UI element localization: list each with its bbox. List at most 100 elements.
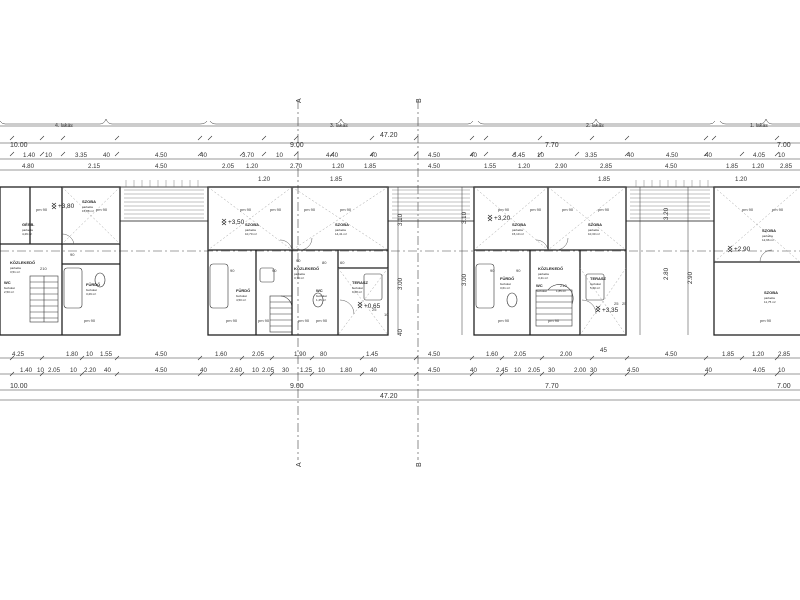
dim-value: 4.50 — [665, 163, 678, 170]
dim-value: 4.50 — [428, 163, 441, 170]
axis-markers: A A B B — [296, 98, 423, 467]
unit-width-2: 7.70 — [545, 142, 559, 149]
dim-value: 2.05 — [262, 367, 275, 374]
dim-value: 4.50 — [428, 367, 441, 374]
door-mark: pm 90 — [36, 207, 48, 212]
dim-value: 40 — [470, 152, 477, 159]
room-label: KÖZLEKEDŐ parketta 3,41 m² — [538, 266, 563, 280]
dim-value: 45 — [600, 347, 607, 354]
room-area: 15,10 m² — [512, 232, 524, 236]
dim-value: 1.80 — [340, 367, 353, 374]
room-detail: parketta — [82, 205, 93, 209]
dim-value: 4.40 — [326, 152, 339, 159]
dim-value: 30 — [548, 367, 555, 374]
dim-value: 1.20 — [258, 176, 271, 183]
dim-value: 4.50 — [627, 367, 640, 374]
dim-value: 4.05 — [753, 152, 766, 159]
door-mark: pm 90 — [772, 207, 784, 212]
room-area: 15,88 m² — [82, 209, 94, 213]
dim-value: 10 — [86, 351, 93, 358]
dim-value: 2.90 — [555, 163, 568, 170]
room-title: SZOBA — [762, 228, 776, 233]
room-title: FÜRDŐ — [86, 282, 100, 287]
door-mark: 90 — [272, 268, 277, 273]
dim-value: 4.50 — [428, 152, 441, 159]
room-area: 10,70 m² — [245, 232, 257, 236]
unit-header-2: 2. lakás — [586, 123, 604, 129]
room-detail: parketta — [512, 228, 523, 232]
room-label: WC burkolat 1,25 m² — [316, 288, 327, 302]
room-title: SZOBA — [82, 199, 96, 204]
room-title: KÖZLEKEDŐ — [538, 266, 563, 271]
dim-value: 1.40 — [23, 152, 36, 159]
door-mark: pm 90 — [240, 207, 252, 212]
room-label: SZOBA parketta 10,30 m² — [588, 222, 602, 236]
dim-value: 10 — [276, 152, 283, 159]
dim-value: 4.50 — [428, 351, 441, 358]
dim-value: 10 — [778, 367, 785, 374]
dim-value: 40 — [397, 329, 404, 336]
bathroom-fixtures — [63, 263, 605, 309]
door-mark: 25 — [622, 301, 627, 306]
axis-label-a-top: A — [296, 98, 303, 103]
dim-value: 10 — [37, 367, 44, 374]
axis-label-a-bottom: A — [296, 462, 303, 467]
dim-value: 2.45 — [496, 367, 509, 374]
level-marker: +3,20 — [487, 214, 511, 222]
overall-dimension-bottom: 47.20 — [380, 393, 398, 400]
level-value: +3,50 — [228, 219, 245, 226]
room-title: KÖZLEKEDŐ — [294, 266, 319, 271]
dim-value: 3.35 — [585, 152, 598, 159]
door-mark: pm 90 — [498, 207, 510, 212]
axis-label-b-top: B — [416, 98, 423, 103]
unit-width-1: 7.00 — [777, 383, 791, 390]
room-detail: parketta — [764, 296, 775, 300]
room-detail: parketta — [538, 272, 549, 276]
walls — [0, 186, 800, 336]
dim-value: 1.40 — [20, 367, 33, 374]
top-dimension-row-2: 4.80 2.15 4.50 2.05 1.20 2.70 1.20 1.85 … — [22, 163, 793, 170]
room-detail: parketta — [762, 234, 773, 238]
dim-value: 2.85 — [778, 351, 791, 358]
dim-value: 1.25 — [300, 367, 313, 374]
room-title: GÉSB. — [22, 222, 34, 227]
dim-value: 1.20 — [735, 176, 748, 183]
unit-widths-bottom: 10.00 9.00 7.70 7.00 — [10, 383, 791, 390]
level-marker: +3,80 — [51, 202, 75, 210]
door-marks: pm 90 pm 90 pm 90 pm 90 pm 90 pm 90 pm 9… — [36, 207, 784, 323]
unit-width-2: 7.70 — [545, 383, 559, 390]
door-mark: pm 90 — [598, 207, 610, 212]
room-detail: burkolat — [4, 286, 15, 290]
dim-value: 1.85 — [722, 351, 735, 358]
dim-value: 1.60 — [215, 351, 228, 358]
dim-value: 4.50 — [155, 163, 168, 170]
dim-value: 4.50 — [155, 351, 168, 358]
room-detail: burkolat — [236, 294, 247, 298]
dim-value: 40 — [627, 152, 634, 159]
dim-value: 2.05 — [528, 367, 541, 374]
dim-value: 40 — [705, 152, 712, 159]
dim-value: 30 — [282, 367, 289, 374]
dim-value: 1.20 — [332, 163, 345, 170]
dim-value: 40 — [705, 367, 712, 374]
room-detail: parketta — [294, 272, 305, 276]
room-title: TERASZ — [352, 280, 369, 285]
unit-header-4: 4. lakás — [55, 123, 73, 129]
room-area: 14,41 m² — [335, 232, 347, 236]
dim-value: 1.45 — [366, 351, 379, 358]
level-cross-icon — [51, 202, 57, 210]
dim-value: 3.00 — [461, 273, 468, 286]
dim-value: 10 — [318, 367, 325, 374]
unit-width-4: 10.00 — [10, 142, 28, 149]
dim-value: 1.85 — [598, 176, 611, 183]
level-value: +3,20 — [494, 215, 511, 222]
room-detail: parketta — [245, 228, 256, 232]
room-label: SZOBA parketta 12,96 m² — [762, 228, 776, 242]
door-mark: pm 90 — [226, 318, 238, 323]
room-label: TERASZ burkolat 5,60 m² — [590, 276, 607, 290]
level-cross-icon — [727, 245, 733, 253]
room-detail: burkolat — [536, 289, 547, 293]
level-cross-icon — [221, 218, 227, 226]
dim-value: 2.05 — [222, 163, 235, 170]
door-mark: pm 90 — [760, 318, 772, 323]
